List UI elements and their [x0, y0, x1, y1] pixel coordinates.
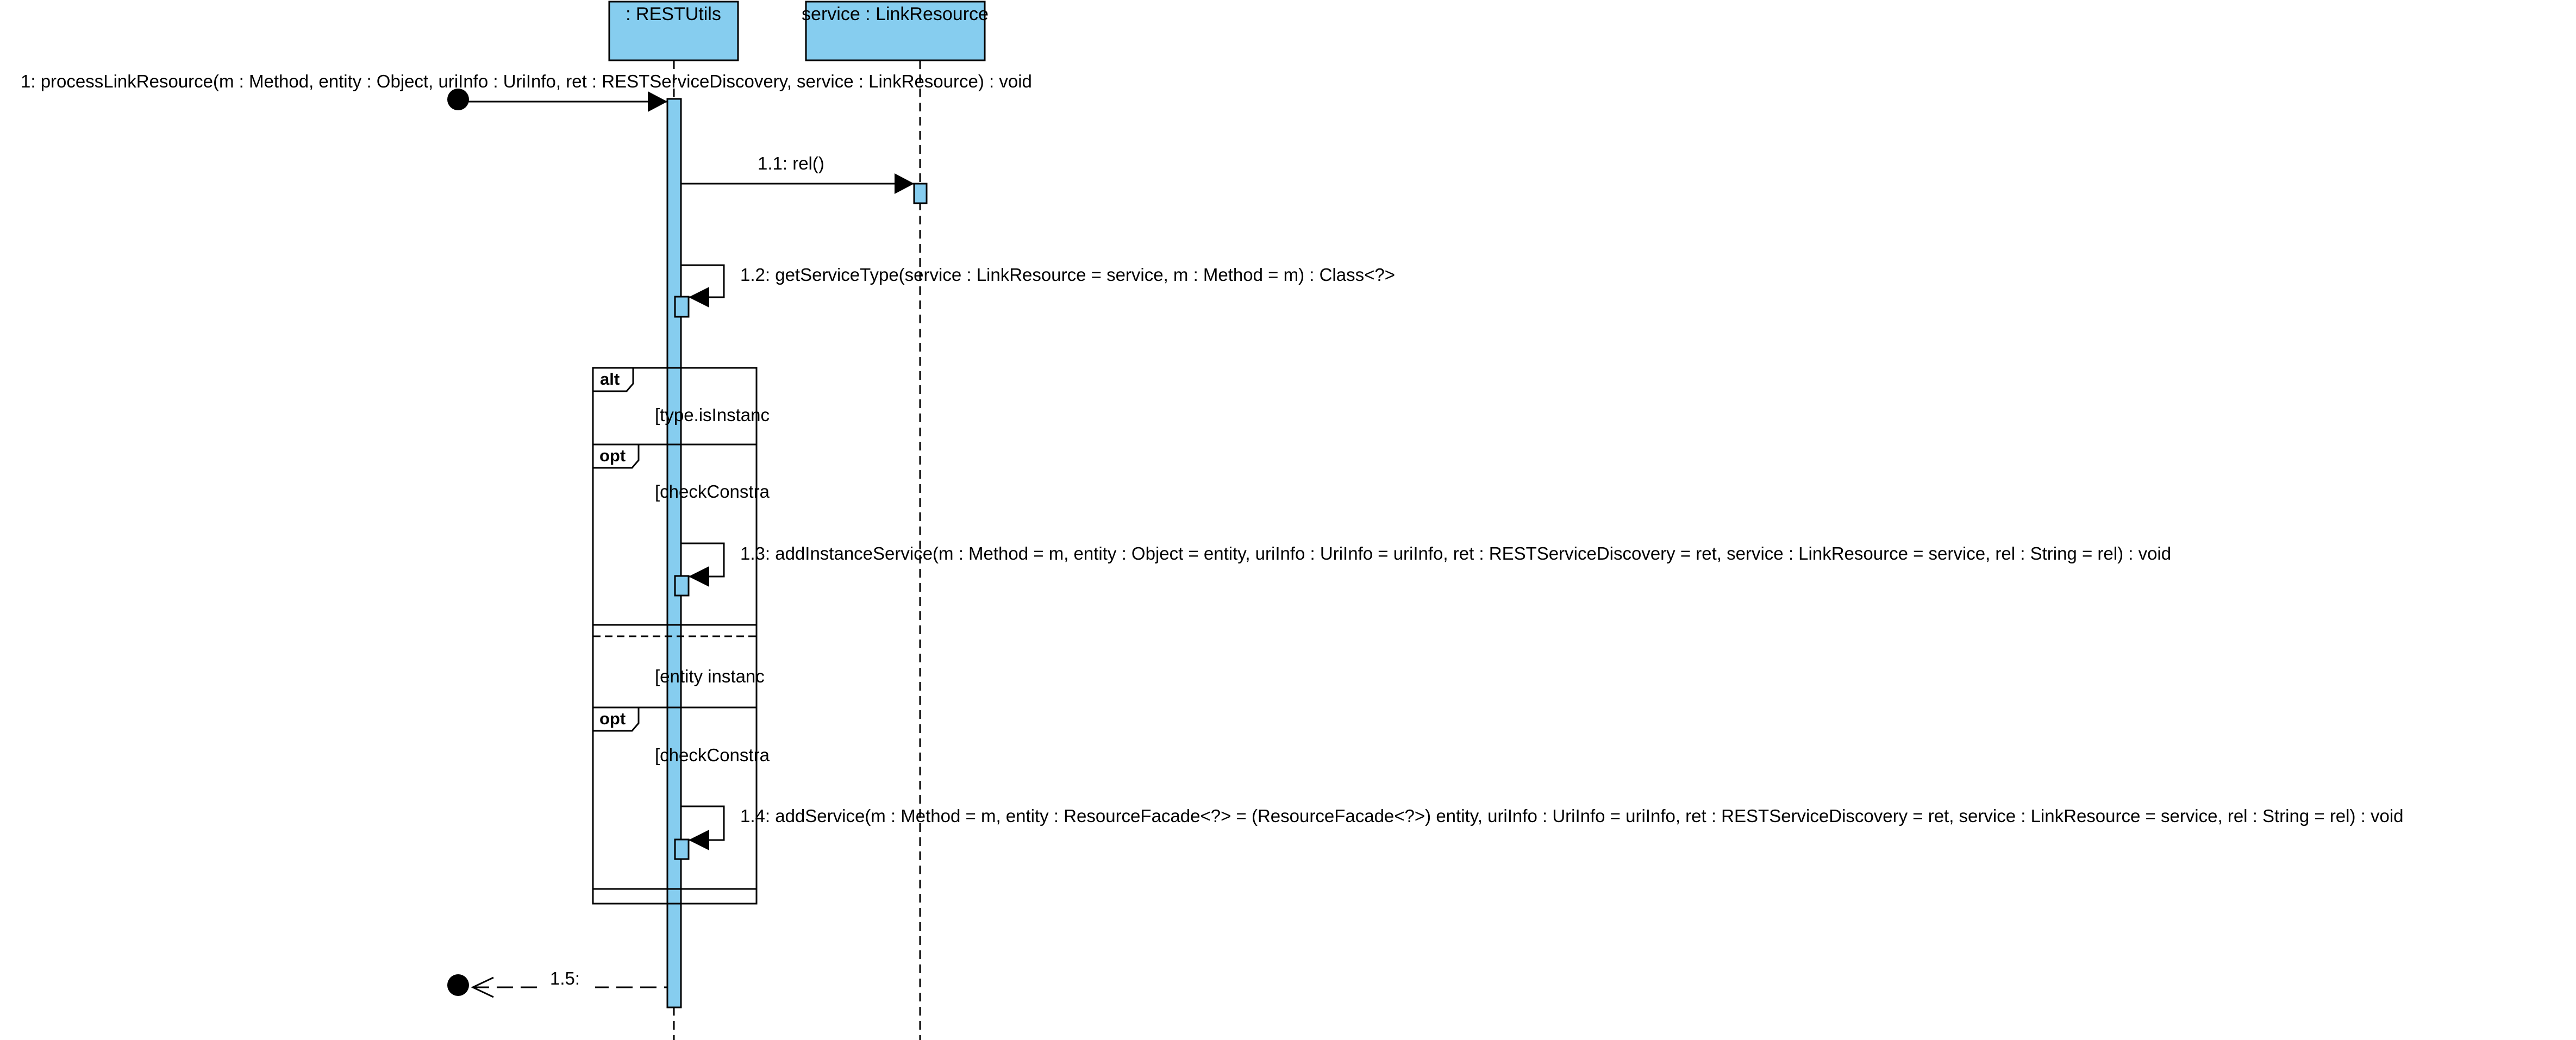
lifeline-service-label: service : LinkResource — [802, 4, 989, 24]
fragment-opt-1-frame — [592, 443, 758, 626]
activation-service-rel[interactable] — [913, 183, 928, 204]
activation-add-service[interactable] — [674, 838, 690, 860]
message-1-1-arrowhead — [895, 173, 914, 194]
fragment-alt-guard-2: [entity instanc — [655, 666, 765, 686]
fragment-alt[interactable]: alt [type.isInstanc [entity instanc — [592, 367, 770, 905]
fragment-alt-tag-box — [592, 367, 634, 392]
message-1-4-add-service[interactable]: 1.4: addService(m : Method = m, entity :… — [681, 805, 2404, 850]
message-1-process-link-resource[interactable]: 1: processLinkResource(m : Method, entit… — [21, 71, 1032, 112]
fragment-alt-tag: alt — [600, 369, 620, 389]
message-1-1-rel[interactable]: 1.1: rel() — [681, 153, 914, 194]
activation-get-service-type[interactable] — [674, 296, 690, 318]
message-1-5-label-bg — [541, 967, 595, 994]
message-1-arrowhead — [648, 91, 667, 112]
message-1-2-arrowhead — [689, 287, 709, 308]
fragment-opt-1-tag: opt — [599, 446, 626, 465]
found-message-dot — [447, 89, 469, 110]
message-1-label: 1: processLinkResource(m : Method, entit… — [21, 71, 1032, 91]
activation-add-instance-service[interactable] — [674, 575, 690, 597]
message-1-5-label: 1.5: — [550, 968, 580, 988]
lifeline-restutils-header[interactable] — [608, 1, 739, 61]
lifeline-service[interactable]: service : LinkResource — [802, 1, 989, 1040]
fragment-opt-2-tag: opt — [599, 709, 626, 728]
fragment-opt-2-guard: [checkConstra — [655, 745, 770, 765]
fragment-opt-1-guard: [checkConstra — [655, 481, 770, 502]
message-1-2-get-service-type[interactable]: 1.2: getServiceType(service : LinkResour… — [681, 264, 1395, 308]
message-1-1-label: 1.1: rel() — [758, 153, 824, 173]
activation-restutils-main[interactable] — [666, 98, 682, 1008]
lifeline-service-header[interactable] — [805, 1, 986, 61]
lifeline-restutils-label: : RESTUtils — [626, 4, 721, 24]
message-1-4-label: 1.4: addService(m : Method = m, entity :… — [740, 806, 2404, 826]
fragment-opt-1[interactable]: opt [checkConstra — [592, 443, 770, 626]
lost-message-dot — [447, 974, 469, 996]
lifeline-restutils[interactable]: : RESTUtils — [608, 1, 739, 1040]
fragment-opt-2-frame — [592, 706, 758, 890]
fragment-opt-2-tag-box — [592, 706, 640, 732]
fragment-opt-1-tag-box — [592, 443, 640, 469]
message-1-4-arrowhead — [689, 830, 709, 850]
fragment-alt-guard-1: [type.isInstanc — [655, 405, 770, 425]
message-1-3-arrowhead — [689, 566, 709, 587]
message-1-3-label: 1.3: addInstanceService(m : Method = m, … — [740, 543, 2171, 563]
message-1-3-add-instance-service[interactable]: 1.3: addInstanceService(m : Method = m, … — [681, 542, 2171, 587]
message-1-5-return[interactable]: 1.5: — [447, 967, 667, 998]
message-1-2-label: 1.2: getServiceType(service : LinkResour… — [740, 265, 1395, 285]
message-1-5-arrowhead — [471, 976, 494, 998]
fragment-opt-2[interactable]: opt [checkConstra — [592, 706, 770, 890]
